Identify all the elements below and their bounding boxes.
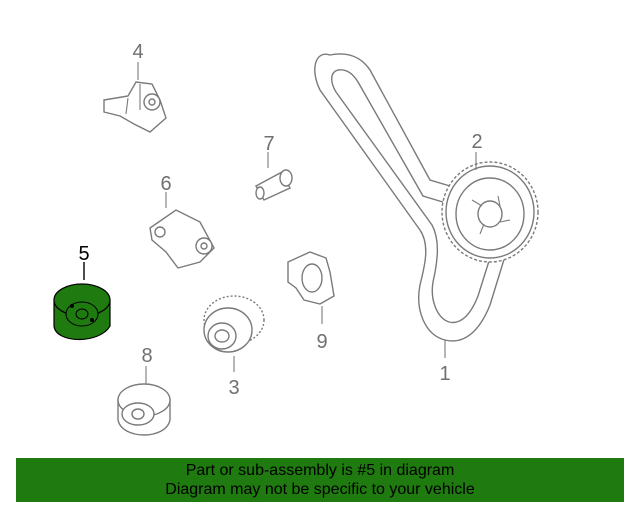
callout-2: 2 — [471, 131, 482, 153]
idler-bracket-part-6[interactable] — [149, 209, 215, 269]
banner-line-disclaimer: Diagram may not be specific to your vehi… — [165, 481, 475, 498]
part-info-banner: Part or sub-assembly is #5 in diagram Di… — [16, 458, 624, 502]
bolt-part-7[interactable] — [255, 169, 293, 201]
tensioner-part-4[interactable] — [103, 81, 167, 133]
timing-belt-part-1[interactable] — [314, 53, 514, 342]
callout-7: 7 — [263, 133, 274, 155]
callout-4: 4 — [132, 41, 143, 63]
idler-pulley-part-8[interactable] — [117, 383, 171, 436]
callout-6: 6 — [160, 173, 171, 195]
tensioner-pulley-part-5[interactable] — [53, 283, 111, 341]
banner-line-part: Part or sub-assembly is #5 in diagram — [185, 462, 455, 479]
sensor-plate-part-9[interactable] — [287, 251, 335, 305]
callout-5: 5 — [78, 243, 89, 265]
callout-8: 8 — [141, 345, 152, 367]
callout-1: 1 — [439, 363, 450, 385]
crankshaft-sprocket-part-3[interactable] — [203, 295, 265, 353]
callout-9: 9 — [316, 331, 327, 353]
callout-3: 3 — [228, 377, 239, 399]
camshaft-sprocket-part-2[interactable] — [441, 161, 539, 263]
